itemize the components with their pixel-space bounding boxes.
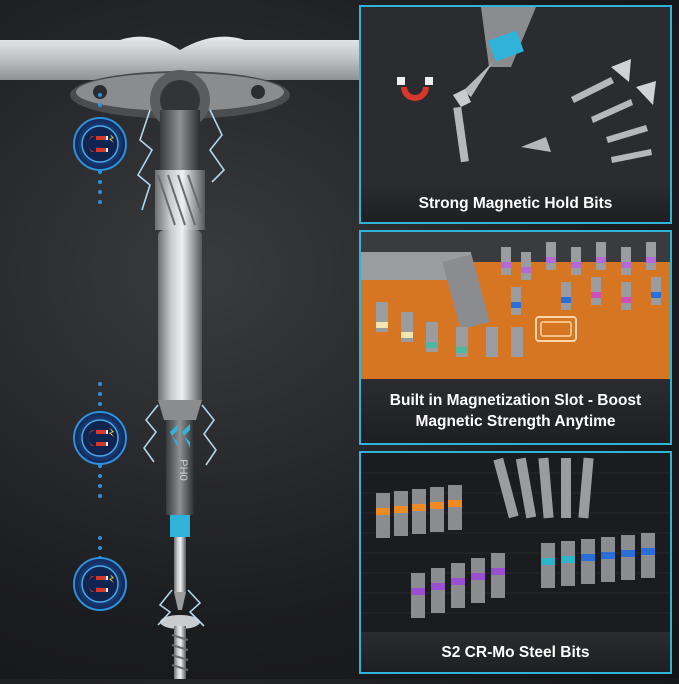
caption-steel-bits: S2 CR-Mo Steel Bits bbox=[361, 632, 670, 672]
magnetization-tray-illustration bbox=[361, 232, 670, 383]
magnet-icon bbox=[73, 117, 127, 171]
magnetic-hold-illustration bbox=[361, 7, 670, 188]
magnet-icon bbox=[73, 411, 127, 465]
caption-line-1: Built in Magnetization Slot - Boost bbox=[389, 392, 642, 409]
screwdriver-illustration: PH0 bbox=[0, 36, 360, 679]
feature-panel-magnetization-slot: Built in Magnetization Slot - Boost Magn… bbox=[359, 230, 672, 445]
magnet-icon bbox=[73, 557, 127, 611]
feature-panel-steel-bits: S2 CR-Mo Steel Bits bbox=[359, 451, 672, 674]
caption-line-2: Magnetic Strength Anytime bbox=[415, 413, 616, 430]
feature-panel-magnetic-hold: Strong Magnetic Hold Bits bbox=[359, 5, 672, 224]
steel-bits-illustration bbox=[361, 453, 670, 636]
bit-marking: PH0 bbox=[177, 459, 189, 480]
screwdriver-scene: PH0 bbox=[0, 36, 360, 679]
caption-magnetization-slot: Built in Magnetization Slot - Boost Magn… bbox=[361, 379, 670, 443]
caption-magnetic-hold: Strong Magnetic Hold Bits bbox=[361, 184, 670, 222]
